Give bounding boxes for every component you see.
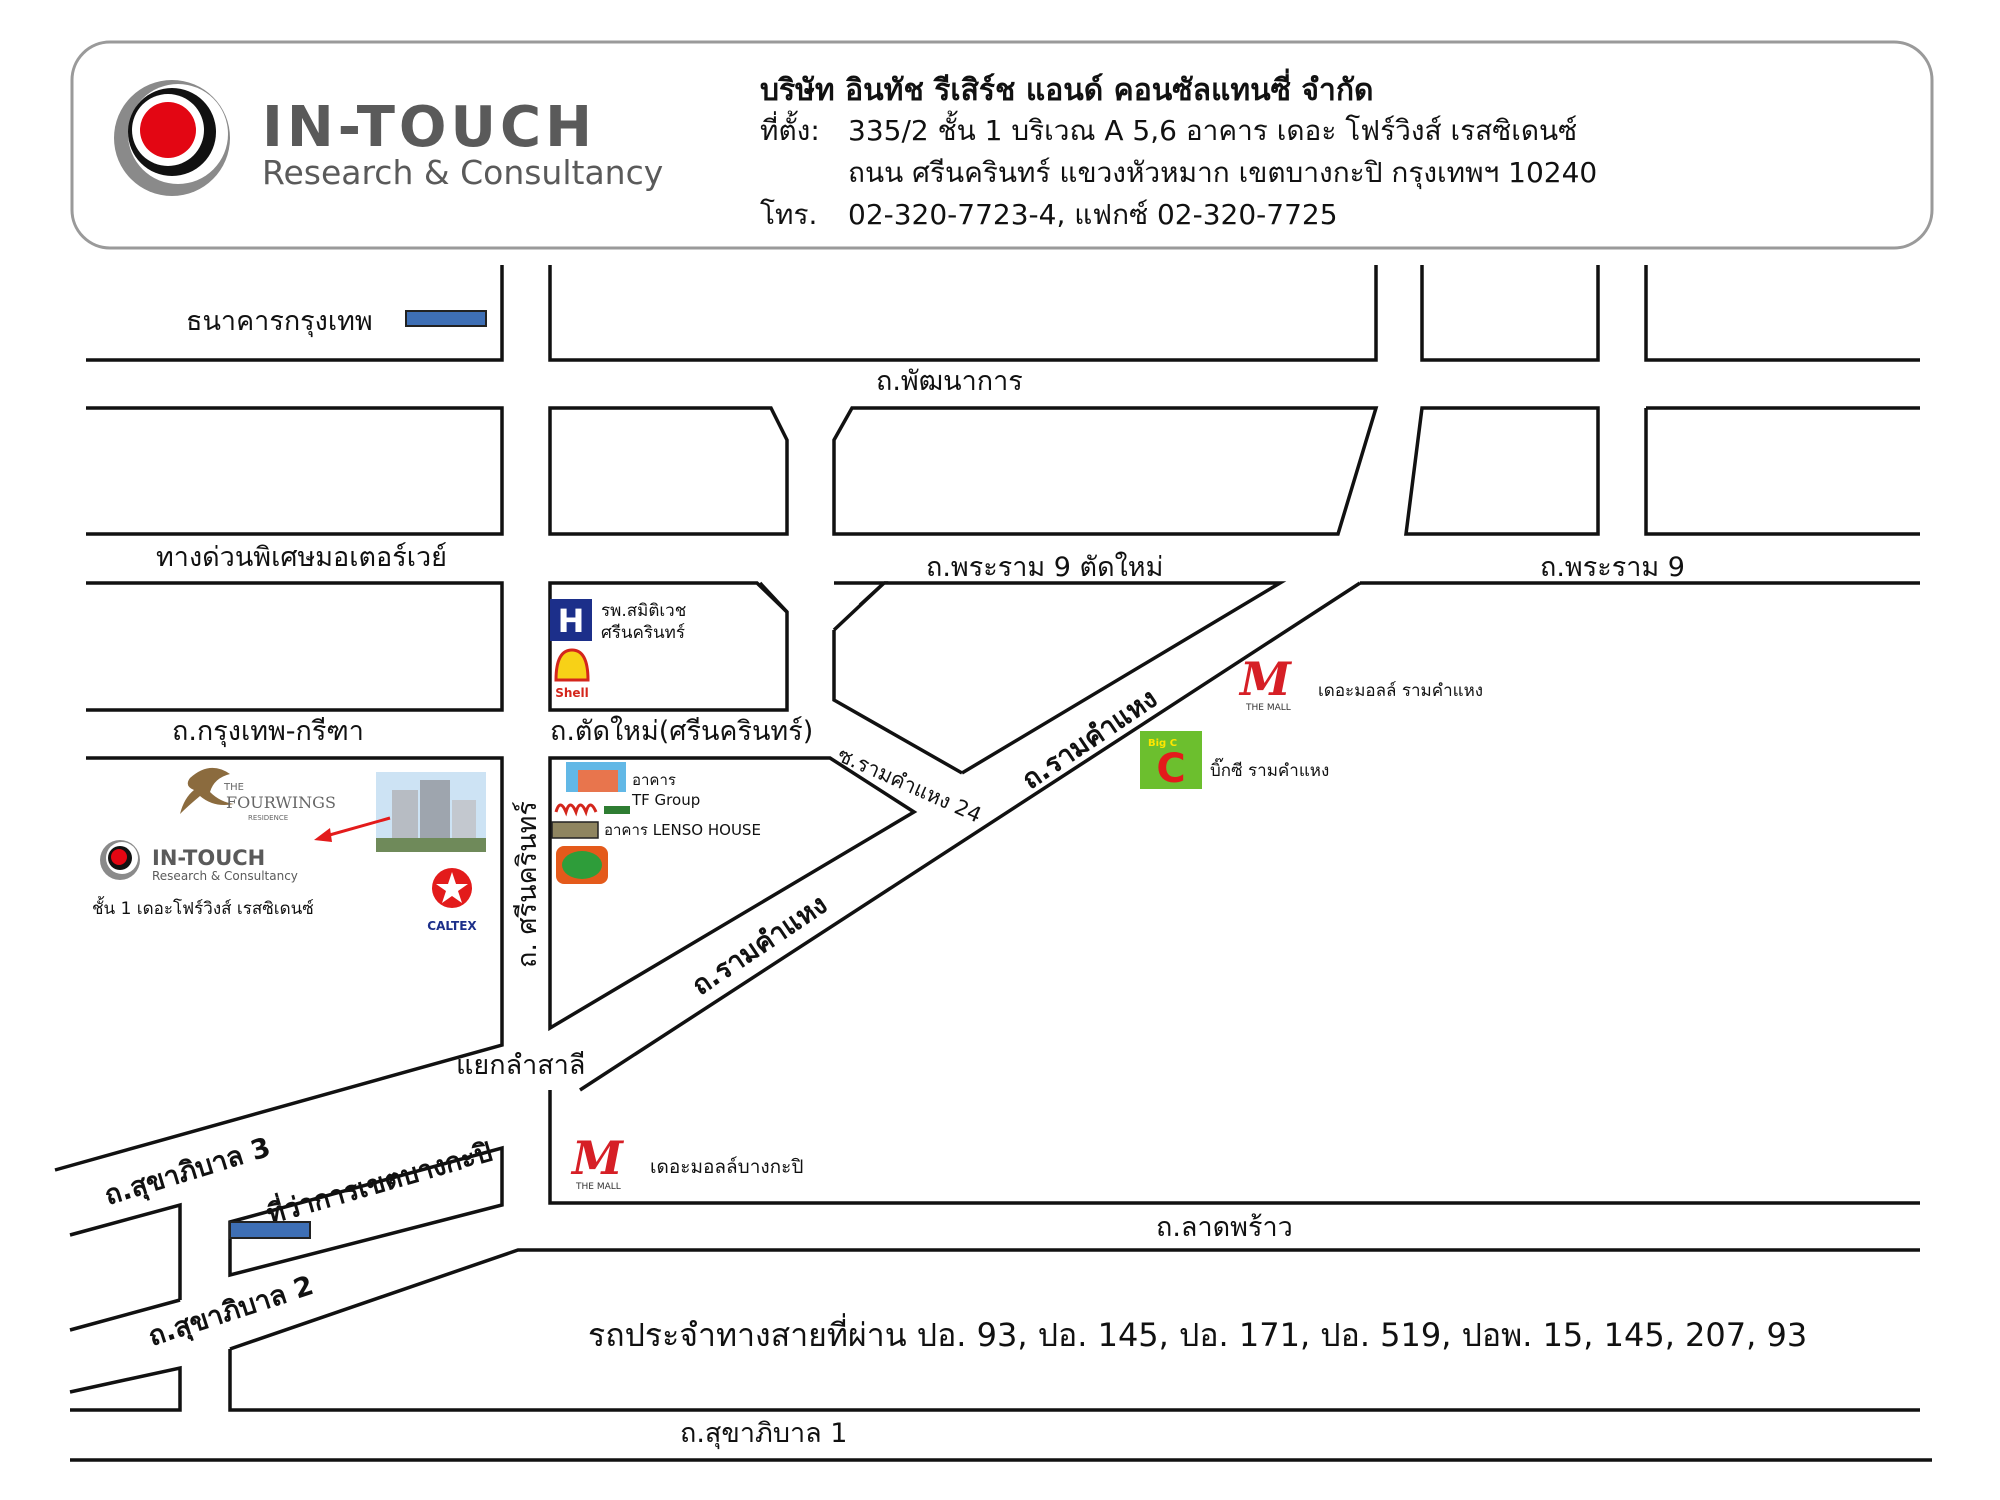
intouch-office-logo-icon: IN-TOUCH Research & Consultancy [100, 840, 298, 883]
tf-group-building-icon [566, 762, 626, 792]
svg-text:M: M [570, 1131, 625, 1185]
junction-label-lamsali: แยกลำสาลี [456, 1050, 585, 1081]
bus-routes-info: รถประจำทางสายที่ผ่าน ปอ. 93, ปอ. 145, ปอ… [588, 1313, 1807, 1354]
landmark-tf-group-1: อาคาร [632, 771, 676, 789]
road-label-sukhaphiban-1: ถ.สุขาภิบาล 1 [680, 1418, 847, 1450]
landmark-bangkok-bank: ธนาคารกรุงเทพ [186, 306, 373, 338]
the-mall-bangkapi-logo-icon: M THE MALL [570, 1131, 625, 1192]
logo-main-text: IN-TOUCH [262, 95, 596, 160]
road-label-krungthep-kritha: ถ.กรุงเทพ-กรีฑา [172, 716, 364, 748]
road-label-latphrao: ถ.ลาดพร้าว [1156, 1212, 1293, 1243]
green-spot-logo-icon [556, 846, 608, 884]
road-label-motorway: ทางด่วนพิเศษมอเตอร์เวย์ [156, 541, 447, 573]
shell-icon: Shell [554, 648, 590, 700]
the-mall-ram-logo-icon: M THE MALL [1238, 652, 1293, 713]
the-mall-bangkapi-logo-text: THE MALL [575, 1182, 621, 1192]
road-label-sukhaphiban-3: ถ.สุขาภิบาล 3 [101, 1132, 274, 1213]
landmark-bigc-ramkhamhaeng: บิ๊กซี รามคำแหง [1210, 757, 1329, 781]
office-location-arrow [314, 816, 391, 842]
fourwings-text-3: RESIDENCE [248, 814, 288, 822]
road-label-tatmai: ถ.ตัดใหม่(ศรีนครินทร์) [550, 715, 813, 747]
landmark-the-mall-bangkapi: เดอะมอลล์บางกะปิ [650, 1156, 803, 1178]
lenso-building-icon [551, 821, 599, 839]
bigc-logo-icon: C Big C [1140, 731, 1202, 792]
bangkok-bank-building-icon [405, 310, 487, 327]
fourwings-building-photo [376, 772, 486, 852]
landmark-tf-group-2: TF Group [631, 791, 700, 809]
phone-label: โทร. [760, 198, 817, 231]
road-label-ramkhamhaeng-lower: ถ.รามคำแหง [687, 889, 833, 1002]
svg-text:C: C [1156, 746, 1185, 792]
landmark-lenso-house: อาคาร LENSO HOUSE [604, 821, 761, 839]
svg-text:H: H [558, 602, 585, 640]
svg-text:M: M [1238, 652, 1293, 706]
intouch-office-logo-sub: Research & Consultancy [152, 869, 298, 883]
landmark-hospital: รพ.สมิติเวช [601, 601, 686, 621]
road-network [54, 265, 1932, 1462]
district-office-building-icon [229, 1221, 311, 1239]
intouch-office-logo-text: IN-TOUCH [152, 846, 265, 870]
landmark-the-mall-ramkhamhaeng: เดอะมอลล์ รามคำแหง [1318, 681, 1483, 701]
the-mall-ram-logo-text: THE MALL [1245, 703, 1291, 713]
road-label-rama9: ถ.พระราม 9 [1540, 552, 1685, 583]
logo-sub-text: Research & Consultancy [262, 153, 663, 192]
road-label-rama9-new: ถ.พระราม 9 ตัดใหม่ [926, 551, 1163, 583]
fourwings-logo-icon: THE FOURWINGS RESIDENCE [180, 767, 336, 822]
landmark-hospital-sub: ศรีนครินทร์ [601, 623, 685, 643]
address-line-1: 335/2 ชั้น 1 บริเวณ A 5,6 อาคาร เดอะ โฟร… [848, 110, 1577, 147]
fourwings-text-1: THE [223, 782, 244, 793]
address-label: ที่ตั้ง: [760, 110, 820, 147]
road-label-srinakarin: ถ. ศรีนครินทร์ [511, 801, 543, 968]
header-box [70, 40, 1934, 250]
company-name: บริษัท อินทัช รีเสิร์ช แอนด์ คอนซัลแทนซี… [760, 68, 1373, 108]
company-logo: IN-TOUCH Research & Consultancy [114, 80, 663, 196]
hospital-icon: H [550, 599, 592, 641]
caltex-logo-icon: CALTEX [427, 868, 477, 933]
road-label-phatthanakan: ถ.พัฒนาการ [876, 366, 1023, 397]
phone-fax: 02-320-7723-4, แฟกซ์ 02-320-7725 [848, 198, 1338, 231]
landmark-office-floor: ชั้น 1 เดอะโฟร์วิงส์ เรสซิเดนซ์ [92, 896, 314, 919]
caltex-label: CALTEX [427, 919, 477, 933]
road-label-sukhaphiban-2: ถ.สุขาภิบาล 2 [145, 1270, 318, 1353]
fourwings-text-2: FOURWINGS [226, 793, 336, 812]
address-line-2: ถนน ศรีนครินทร์ แขวงหัวหมาก เขตบางกะปิ ก… [848, 156, 1597, 190]
restaurant-sign-icon [552, 796, 632, 817]
bigc-logo-text: Big C [1148, 738, 1177, 749]
shell-label: Shell [555, 686, 589, 700]
